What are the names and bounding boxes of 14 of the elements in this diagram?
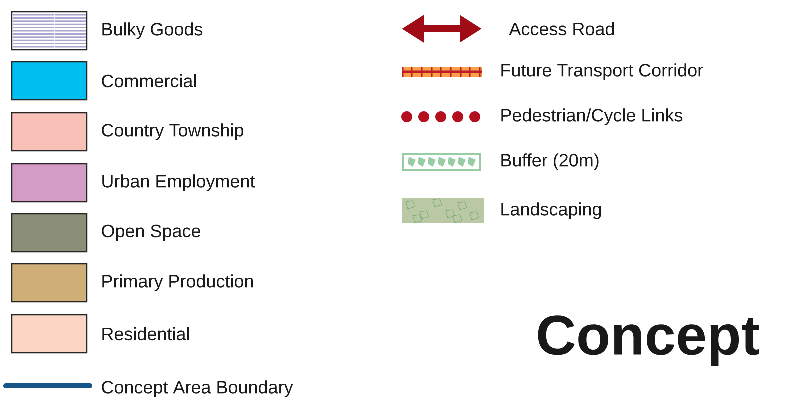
legend-label: Country Township bbox=[102, 124, 244, 140]
legend-label: Access Road bbox=[509, 22, 614, 36]
legend-label: Future Transport Corridor bbox=[502, 64, 704, 80]
legend-label: Pedestrian/Cycle Links bbox=[502, 108, 683, 126]
legend-label: Bulky Goods bbox=[102, 22, 203, 40]
legend-label: Buffer (20m) bbox=[502, 154, 599, 170]
legend-label: Commercial bbox=[102, 74, 196, 88]
legend-label: Concept Area Boundary bbox=[102, 380, 294, 398]
legend-label: Open Space bbox=[102, 224, 200, 242]
legend-label: Landscaping bbox=[502, 202, 602, 220]
legend-label: Primary Production bbox=[102, 274, 254, 292]
title: Concept bbox=[538, 316, 760, 366]
legend-label: Residential bbox=[102, 327, 190, 341]
legend-label: Urban Employment bbox=[102, 174, 256, 192]
